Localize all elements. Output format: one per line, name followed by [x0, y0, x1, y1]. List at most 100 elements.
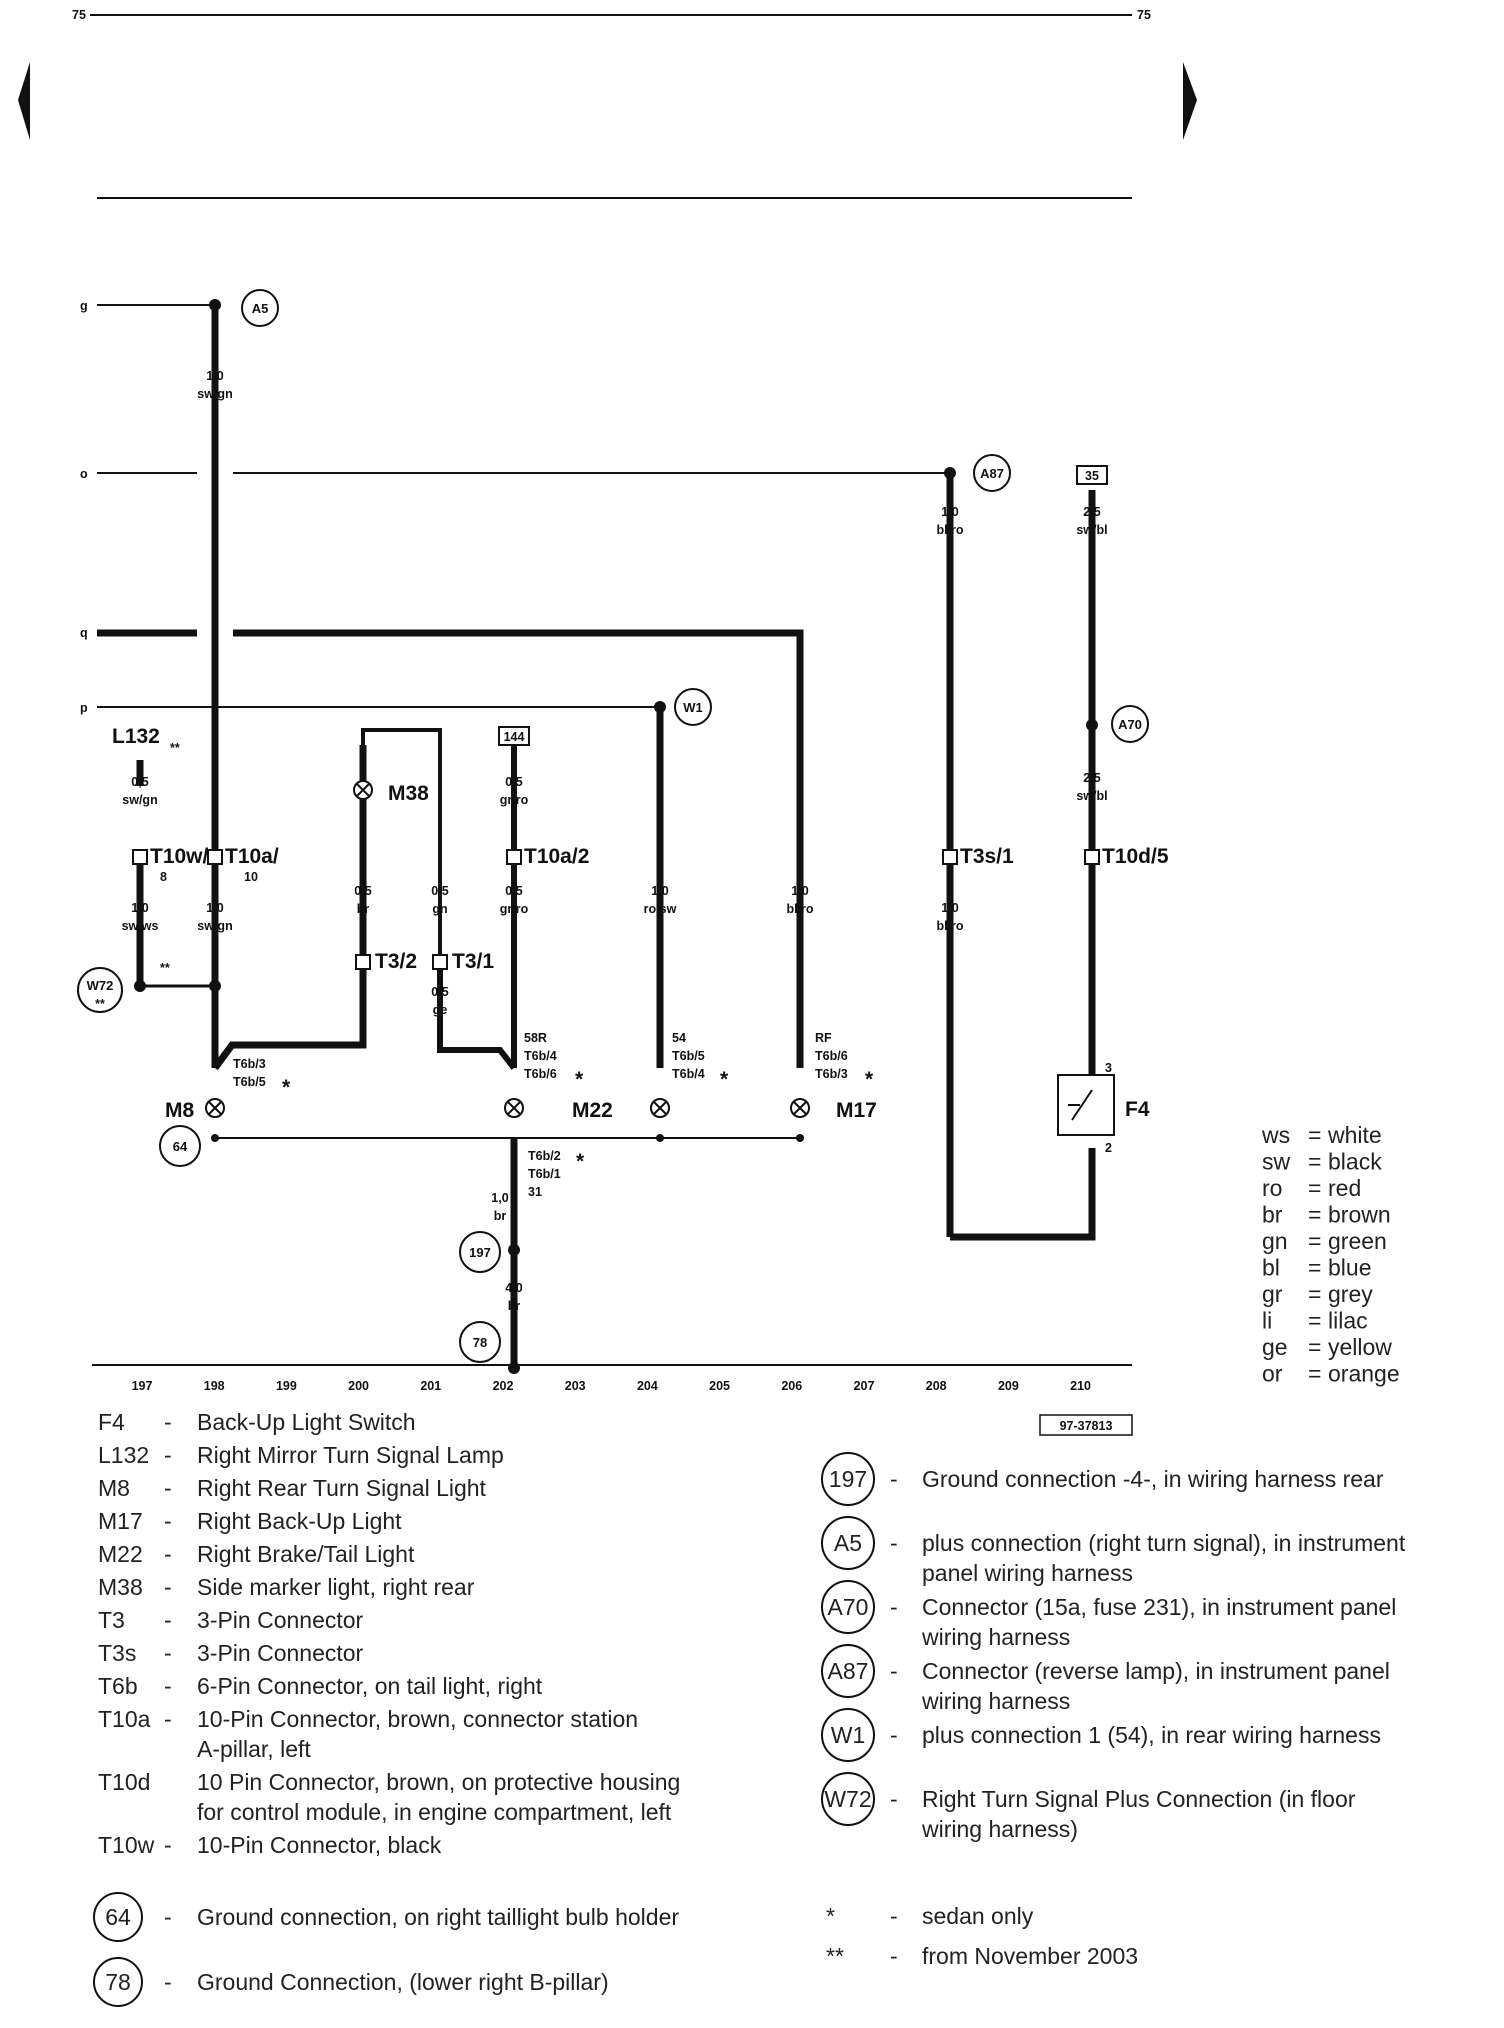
color-equals: = — [1308, 1228, 1321, 1254]
wire-color: ge — [433, 1003, 448, 1017]
wire-gauge: 1,0 — [131, 901, 148, 915]
color-code: ge — [1262, 1334, 1288, 1360]
color-equals: = — [1308, 1281, 1321, 1307]
legend-dash: - — [164, 1607, 172, 1633]
rail-label-g: g — [80, 299, 88, 313]
legend-dash: - — [890, 1658, 898, 1684]
color-code: ws — [1261, 1122, 1290, 1148]
ground-197-ref: 197 — [469, 1245, 491, 1260]
ruler-number: 202 — [493, 1379, 514, 1393]
wire-gauge: 1,0 — [791, 884, 808, 898]
color-equals: = — [1308, 1122, 1321, 1148]
color-code: ro — [1262, 1175, 1282, 1201]
t32-label: T3/2 — [375, 950, 417, 973]
color-name: blue — [1328, 1255, 1371, 1281]
connection-desc: plus connection (right turn signal), in … — [922, 1530, 1406, 1556]
f4-label: F4 — [1125, 1098, 1150, 1121]
connection-desc: Connector (reverse lamp), in instrument … — [922, 1658, 1390, 1684]
pin-label: T6b/6 — [815, 1049, 848, 1063]
star-mark: * — [720, 1068, 729, 1091]
pin-label: T6b/4 — [672, 1067, 705, 1081]
color-code: or — [1262, 1361, 1283, 1387]
backup-switch-f4 — [1057, 1074, 1115, 1136]
ruler-number: 207 — [854, 1379, 875, 1393]
ruler-number: 205 — [709, 1379, 730, 1393]
pin-label: T6b/3 — [815, 1067, 848, 1081]
legend-dash: - — [890, 1466, 898, 1492]
pin-label: T6b/6 — [524, 1067, 557, 1081]
connection-ref-circle — [821, 1452, 875, 1506]
pin-label: T6b/5 — [233, 1075, 266, 1089]
wire-gauge: 0,5 — [354, 884, 371, 898]
color-name: grey — [1328, 1281, 1373, 1307]
component-desc: Right Brake/Tail Light — [197, 1541, 415, 1567]
wire-color: sw/gn — [197, 919, 232, 933]
pin-label: T6b/3 — [233, 1057, 266, 1071]
connection-desc: plus connection 1 (54), in rear wiring h… — [922, 1722, 1381, 1748]
component-code: F4 — [98, 1409, 125, 1435]
color-name: lilac — [1328, 1308, 1368, 1334]
reference-code: 97-37813 — [1060, 1419, 1113, 1433]
legend-dash: - — [164, 1409, 172, 1435]
color-code: gr — [1262, 1281, 1283, 1307]
connection-ref-code: A5 — [834, 1530, 862, 1556]
legend-dash: - — [164, 1904, 172, 1930]
connection-desc: wiring harness — [921, 1688, 1070, 1714]
color-name: brown — [1328, 1202, 1391, 1228]
color-equals: = — [1308, 1361, 1321, 1387]
page-number-left: 75 — [72, 8, 86, 22]
legend-dash: - — [164, 1574, 172, 1600]
ruler-number: 201 — [420, 1379, 441, 1393]
color-code: br — [1262, 1202, 1283, 1228]
component-code: M38 — [98, 1574, 143, 1600]
wire-color: gr/ro — [500, 902, 529, 916]
wire-gauge: 1,0 — [206, 369, 223, 383]
star-mark: * — [282, 1076, 291, 1099]
note-desc: sedan only — [922, 1903, 1034, 1929]
star-mark: * — [865, 1068, 874, 1091]
lamp-symbols — [205, 780, 810, 1118]
color-name: green — [1328, 1228, 1387, 1254]
component-code: T10d — [98, 1769, 150, 1795]
component-code: L132 — [98, 1442, 149, 1468]
wiring — [97, 304, 1096, 1368]
legend-dash: - — [890, 1530, 898, 1556]
circle-references — [77, 289, 1149, 1363]
wire-gauge: 1,0 — [651, 884, 668, 898]
component-desc: for control module, in engine compartmen… — [197, 1799, 672, 1825]
legend-dash: - — [164, 1969, 172, 1995]
connection-desc: Right Turn Signal Plus Connection (in fl… — [922, 1786, 1356, 1812]
pin-label: 54 — [672, 1031, 686, 1045]
legend-dash: - — [164, 1475, 172, 1501]
ruler-number: 210 — [1070, 1379, 1091, 1393]
component-desc: Right Rear Turn Signal Light — [197, 1475, 487, 1501]
ground-64-ref: 64 — [173, 1139, 188, 1154]
wire-color: sw/bl — [1076, 523, 1107, 537]
wire-color: gn — [432, 902, 447, 916]
ground-ref-circle — [93, 1957, 143, 2007]
fuse-144-label: 144 — [504, 730, 525, 744]
f4-pin-2: 2 — [1105, 1141, 1112, 1155]
t10d5-label: T10d/5 — [1102, 845, 1169, 868]
connection-ref-circle — [821, 1644, 875, 1698]
component-desc: 10 Pin Connector, brown, on protective h… — [197, 1769, 680, 1795]
ground-ref-code: 78 — [105, 1969, 131, 1995]
legend-dash: - — [890, 1943, 898, 1969]
fuse-box-35 — [1076, 465, 1108, 485]
legend-dash: - — [164, 1541, 172, 1567]
page-header: 75 75 — [18, 8, 1197, 199]
ground-legend: 64-Ground connection, on right taillight… — [93, 1892, 679, 2007]
component-desc: 3-Pin Connector — [197, 1607, 364, 1633]
fuse-35-label: 35 — [1085, 469, 1099, 483]
wire-color: sw/bl — [1076, 789, 1107, 803]
t3s1-label: T3s/1 — [960, 845, 1014, 868]
wire-gauge: 1,0 — [941, 901, 958, 915]
next-page-arrow-icon[interactable] — [1183, 62, 1197, 140]
component-desc: Back-Up Light Switch — [197, 1409, 416, 1435]
l132-label: L132 — [112, 725, 160, 748]
connection-desc: Ground connection -4-, in wiring harness… — [922, 1466, 1384, 1492]
previous-page-arrow-icon[interactable] — [18, 62, 30, 140]
component-desc: A-pillar, left — [197, 1736, 311, 1762]
rail-label-q: q — [80, 626, 88, 640]
